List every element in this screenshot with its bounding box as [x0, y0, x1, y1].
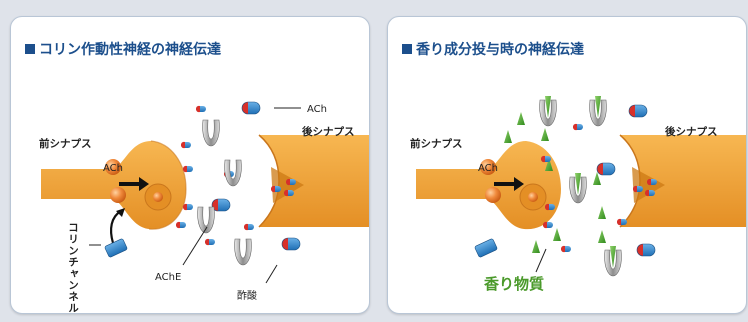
right-panel: 香り成分投与時の神経伝達 — [387, 16, 747, 314]
ach-capsule — [241, 101, 261, 115]
right-panel-title: 香り成分投与時の神経伝達 — [402, 39, 584, 59]
ach-label: ACh — [307, 104, 327, 115]
receptor — [271, 167, 304, 203]
title-bullet-icon — [25, 44, 35, 54]
choline-channel-icon — [474, 238, 498, 258]
release-arrow-icon — [494, 177, 524, 191]
ach-ball — [485, 187, 501, 203]
choline-channel-label: コリンチャンネル — [67, 222, 79, 313]
ach-ball — [110, 187, 126, 203]
acetic-acid-label: 酢酸 — [237, 289, 257, 302]
postsynaptic-neuron — [259, 135, 369, 227]
aroma-substance-label: 香り物質 — [484, 275, 544, 293]
left-diagram: 前シナプス 後シナプス ACh ACh AChE 酢酸 コリンチャンネル — [39, 101, 369, 313]
left-panel-title: コリン作動性神経の神経伝達 — [25, 39, 221, 59]
ache-label: AChE — [155, 272, 181, 283]
uptake-arrow-icon — [110, 210, 122, 244]
release-arrow-icon — [119, 177, 149, 191]
title-bullet-icon — [402, 44, 412, 54]
pre-synapse-label: 前シナプス — [410, 137, 463, 150]
pre-synapse-label: 前シナプス — [39, 137, 92, 150]
choline-channel-icon — [104, 238, 128, 258]
right-diagram: 前シナプス 後シナプス ACh 香り物質 — [410, 95, 746, 293]
left-panel: コリン作動性神経の神経伝達 — [10, 16, 370, 314]
inhibited-ache — [539, 95, 557, 127]
ach-inside-label: ACh — [478, 163, 498, 174]
ach-inside-label: ACh — [103, 163, 123, 174]
aroma-molecule — [517, 112, 525, 125]
ache-enzyme — [202, 119, 220, 147]
receptor — [632, 167, 665, 203]
ach-ball — [105, 159, 121, 175]
ach-capsule — [628, 104, 648, 118]
ach-ball — [480, 159, 496, 175]
post-synapse-label: 後シナプス — [301, 125, 355, 138]
post-synapse-label: 後シナプス — [664, 125, 718, 138]
postsynaptic-neuron — [620, 135, 746, 227]
